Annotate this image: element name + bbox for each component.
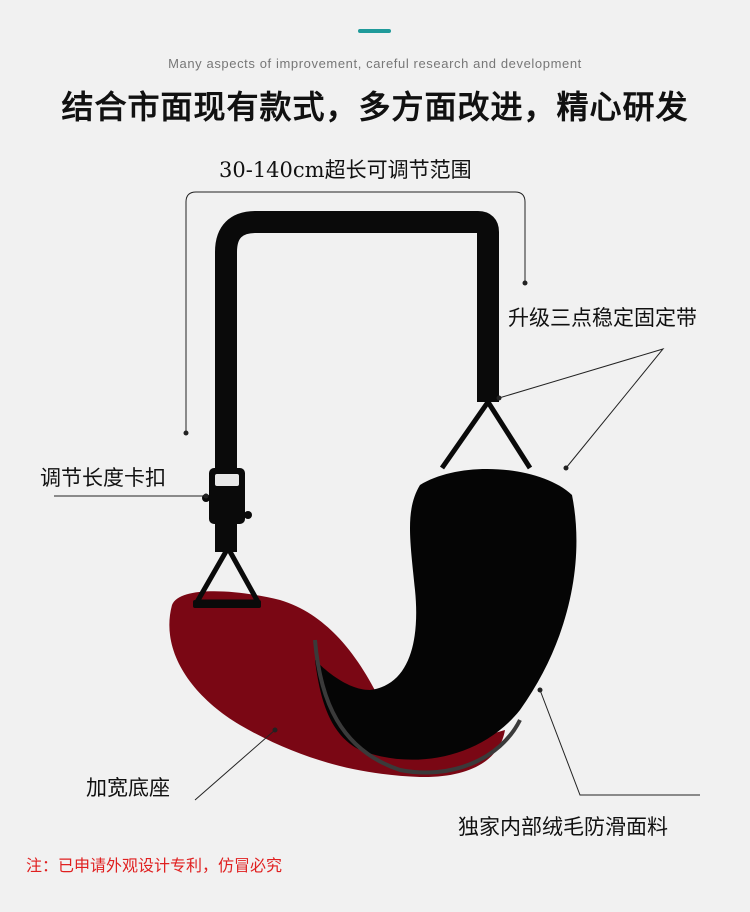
page-title: 结合市面现有款式，多方面改进，精心研发 <box>61 88 689 126</box>
buckle-label: 调节长度卡扣 <box>40 466 166 490</box>
range-bracket-line <box>185 191 526 432</box>
fabric-label: 独家内部绒毛防滑面料 <box>458 815 668 839</box>
range-label: 30-140cm超长可调节范围 <box>219 158 472 182</box>
three-point-strap <box>439 400 533 470</box>
subtitle: Many aspects of improvement, careful res… <box>168 56 582 71</box>
adjustable-strap <box>215 211 499 552</box>
range-dot-right <box>522 280 528 286</box>
base-label: 加宽底座 <box>86 776 170 800</box>
strap-label: 升级三点稳定固定带 <box>508 306 697 330</box>
fabric-pointer-line <box>539 689 700 796</box>
accent-bar <box>358 29 391 33</box>
adjust-buckle <box>202 468 252 524</box>
range-dot-left <box>183 430 189 436</box>
anti-slip-pad <box>315 468 577 760</box>
base-strap-bar <box>193 600 261 608</box>
pad-rim <box>313 639 522 775</box>
base-pointer-line <box>194 729 276 801</box>
strap-pointer-line <box>498 348 665 469</box>
patent-note: 注：已申请外观设计专利，仿冒必究 <box>26 856 283 875</box>
